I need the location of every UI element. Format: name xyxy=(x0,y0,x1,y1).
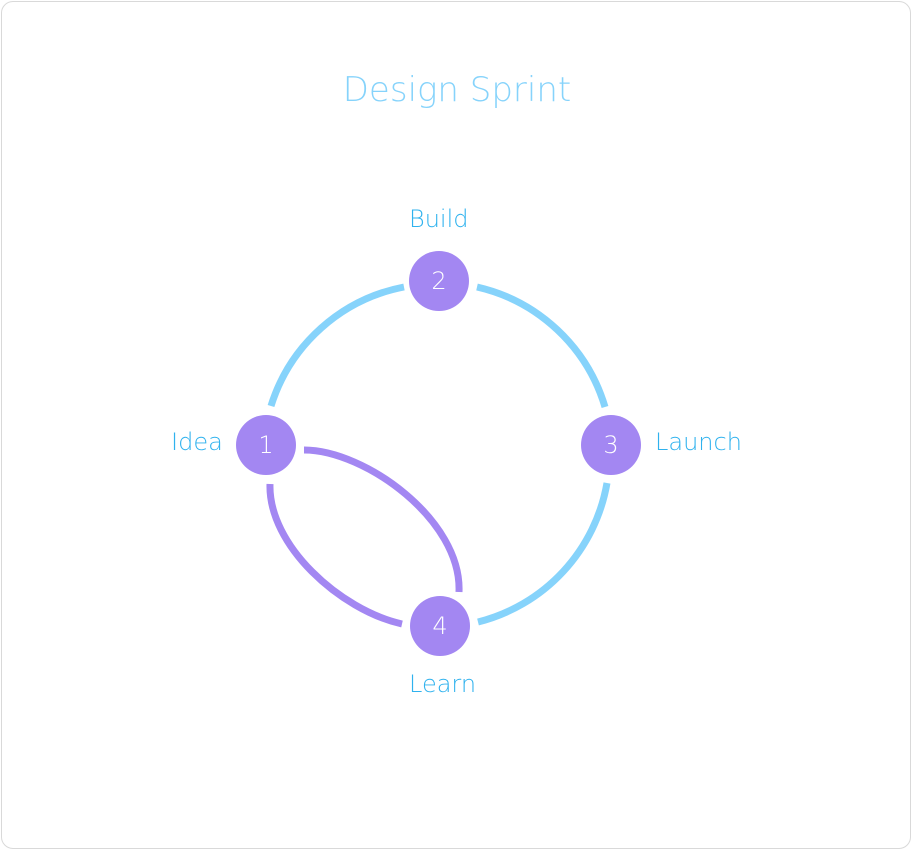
edge-idea-learn-outer xyxy=(266,483,403,628)
label-build: Build xyxy=(409,205,469,233)
label-learn: Learn xyxy=(409,670,477,698)
node-1[interactable]: 1 xyxy=(236,415,296,475)
node-2[interactable]: 2 xyxy=(409,251,469,311)
svg-text:3: 3 xyxy=(603,431,618,459)
label-launch: Launch xyxy=(655,428,742,456)
label-idea: Idea xyxy=(171,428,223,456)
edge-build-launch xyxy=(476,283,609,408)
edge-idea-learn-inner xyxy=(303,446,463,593)
edge-idea-build xyxy=(267,283,405,408)
node-4[interactable]: 4 xyxy=(410,596,470,656)
svg-text:2: 2 xyxy=(431,267,446,295)
edge-launch-learn xyxy=(477,482,611,626)
node-3[interactable]: 3 xyxy=(581,415,641,475)
svg-text:4: 4 xyxy=(432,612,447,640)
svg-text:1: 1 xyxy=(258,431,273,459)
diagram-title: Design Sprint xyxy=(342,70,572,110)
